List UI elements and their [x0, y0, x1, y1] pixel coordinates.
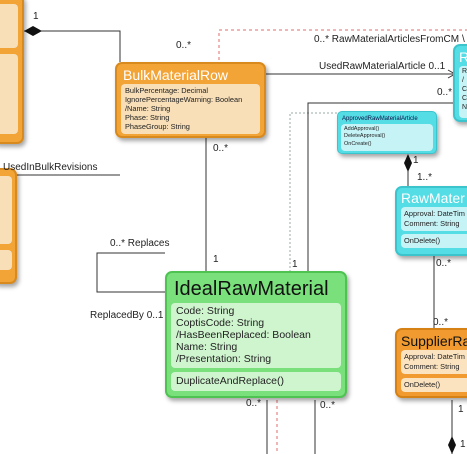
ideal-raw-material-attribute: Code: String [176, 305, 235, 317]
top-one-label: 1 [33, 11, 39, 22]
supplier-raw-operations: OnDelete() [401, 378, 467, 392]
used-raw-material-article-label: UsedRawMaterialArticle 0..1 [319, 61, 446, 72]
raw-material-operation: OnDelete() [404, 236, 441, 245]
bulk-material-row-attribute: PhaseGroup: String [125, 122, 190, 131]
top-left-composition-line [24, 30, 121, 62]
top-left-composition-diamond [24, 26, 42, 36]
ideal-raw-material-attribute: Name: String [176, 341, 238, 353]
raw-material-articles-from-cm-tail: \ [462, 34, 465, 45]
bulk-material-row-attribute: Phase: String [125, 113, 170, 122]
replaces-label: 0..* Replaces [110, 238, 170, 249]
raw-material-class[interactable]: RawMater Approval: DateTim Comment: Stri… [395, 186, 467, 256]
top-left-class-section-1 [0, 4, 18, 48]
top-right-class-attributes: R / C C N [459, 66, 467, 118]
top-right-attribute: C [462, 86, 467, 93]
approved-raw-material-article-title: ApprovedRawMaterialArticle [342, 116, 418, 122]
bulk-left-many-label: 0..* [176, 40, 192, 51]
ideal-raw-material-attribute: CoptisCode: String [176, 317, 265, 329]
bulk-bottom-many-label: 0..* [213, 143, 229, 154]
top-left-class[interactable] [0, 0, 24, 144]
bottom-right-one-b-label: 1 [460, 439, 466, 450]
top-right-attribute: C [462, 95, 467, 102]
ideal-top-left-one-label: 1 [213, 254, 219, 265]
ideal-bottom-left-many-label: 0..* [246, 398, 262, 409]
approved-raw-material-article-class[interactable]: ApprovedRawMaterialArticle AddApproval()… [337, 111, 437, 154]
supplier-raw-attribute: Approval: DateTim [404, 352, 465, 361]
ideal-raw-material-attributes: Code: String CoptisCode: String /HasBeen… [171, 303, 341, 368]
approved-to-raw-composition-diamond [404, 154, 412, 172]
replaces-self-association [96, 252, 165, 293]
raw-material-attribute: Approval: DateTim [404, 209, 465, 218]
right-many-upper-label: 0..* [437, 87, 453, 98]
top-right-attribute: R [462, 68, 467, 75]
bottom-right-one-a-label: 1 [458, 404, 464, 415]
ideal-raw-material-operation: DuplicateAndReplace() [176, 375, 284, 387]
right-upper-association [307, 102, 455, 272]
top-right-attribute: / [462, 77, 464, 84]
ideal-raw-material-title: IdealRawMaterial [174, 278, 329, 300]
bulk-material-row-attribute: /Name: String [125, 104, 171, 113]
top-right-attribute: N [462, 104, 467, 111]
bulk-material-row-class[interactable]: BulkMaterialRow BulkPercentage: Decimal … [115, 62, 266, 138]
approved-operation: DeleteApproval() [344, 133, 386, 140]
approved-operation: AddApproval() [344, 126, 380, 132]
dashed-ideal-to-approved [289, 112, 340, 272]
dashed-top-association [218, 29, 467, 66]
top-right-class-title: R [459, 50, 467, 64]
ideal-raw-material-attribute: /HasBeenReplaced: Boolean [176, 329, 311, 341]
supplier-raw-class[interactable]: SupplierRa Approval: DateTim Comment: St… [395, 328, 467, 398]
raw-bottom-many-label: 0..* [436, 258, 452, 269]
replaced-by-label: ReplacedBy 0..1 [90, 310, 164, 321]
raw-material-operations: OnDelete() [401, 234, 467, 248]
ideal-raw-material-attribute: /Presentation: String [176, 353, 272, 365]
top-left-class-section-2 [0, 54, 18, 134]
left-middle-class-section-1 [0, 176, 12, 244]
top-right-class[interactable]: R R / C C N [453, 44, 467, 122]
ideal-bottom-right-many-label: 0..* [320, 400, 336, 411]
composition-many-label: 1..* [417, 172, 433, 183]
ideal-top-right-one-label: 1 [292, 259, 298, 270]
supplier-raw-attributes: Approval: DateTim Comment: String [401, 350, 467, 374]
ideal-raw-material-class[interactable]: IdealRawMaterial Code: String CoptisCode… [165, 271, 347, 398]
bulk-material-row-attribute: IgnorePercentageWarning: Boolean [125, 95, 243, 104]
raw-material-articles-from-cm-label: 0..* RawMaterialArticlesFromCM [314, 34, 460, 45]
supplier-top-many-label: 0..* [433, 317, 449, 328]
bulk-material-row-attribute: BulkPercentage: Decimal [125, 86, 208, 95]
raw-material-attributes: Approval: DateTim Comment: String [401, 207, 467, 231]
bulk-material-row-attributes: BulkPercentage: Decimal IgnorePercentage… [121, 84, 260, 134]
approved-operation: OnCreate() [344, 140, 372, 147]
raw-material-title: RawMater [401, 190, 465, 206]
supplier-raw-title: SupplierRa [401, 333, 467, 349]
left-middle-class-section-2 [0, 250, 12, 270]
ideal-raw-material-operations: DuplicateAndReplace() [171, 372, 341, 391]
bulk-material-row-title: BulkMaterialRow [123, 67, 229, 83]
used-in-bulk-revisions-label: UsedInBulkRevisions [3, 162, 98, 173]
raw-material-attribute: Comment: String [404, 218, 460, 228]
composition-one-label: 1 [413, 155, 419, 166]
supplier-bottom-diamond [448, 436, 456, 454]
supplier-raw-operation: OnDelete() [404, 380, 441, 389]
supplier-raw-attribute: Comment: String [404, 361, 460, 371]
approved-raw-material-article-operations: AddApproval() DeleteApproval() OnCreate(… [341, 124, 433, 151]
left-middle-class[interactable] [0, 168, 17, 284]
